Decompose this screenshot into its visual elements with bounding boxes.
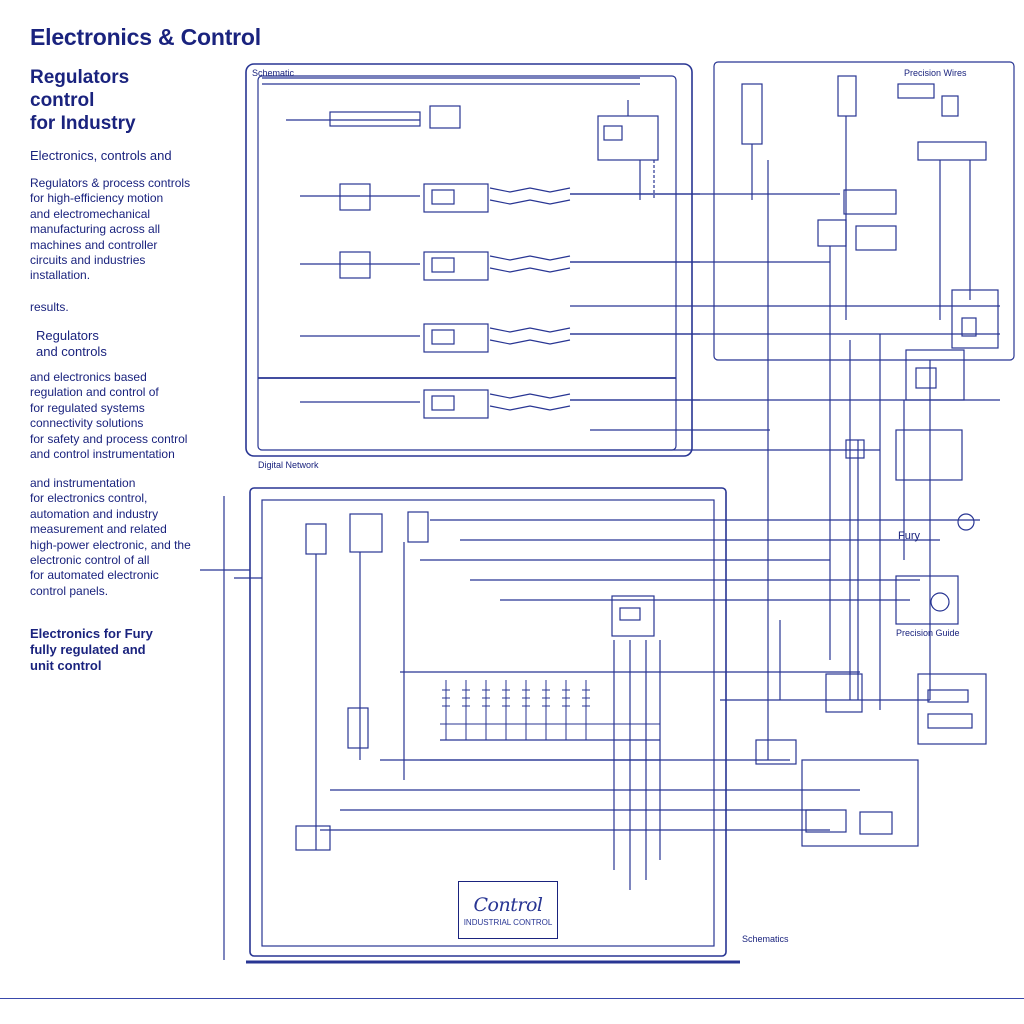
paragraph-1: Regulators & process controls for high-e… (30, 176, 210, 284)
paragraph-line: automation and industry (30, 506, 159, 521)
label-digital-network: Digital Network (258, 460, 319, 470)
paragraph-line: regulation and control of (30, 385, 159, 400)
logo-main-text: Control (473, 893, 543, 916)
paragraph-line: for regulated systems (30, 400, 145, 415)
paragraph-line: measurement and related (30, 522, 167, 537)
intro-text: Electronics, controls and (30, 148, 172, 163)
paragraph-line: control panels. (30, 583, 109, 598)
top-left-inner-panel (257, 75, 677, 451)
header-bus (262, 77, 640, 129)
label-precision-wires: Precision Wires (904, 68, 967, 78)
paragraph-line: circuits and industries (30, 253, 146, 268)
paragraph-line: electronic control of all (30, 553, 150, 568)
label-schematic: Schematic (252, 68, 295, 78)
paragraph-line: manufacturing across all (30, 222, 161, 237)
paragraph-line: installation. (30, 268, 91, 283)
heading-line: Electronics for Fury (30, 626, 153, 641)
bottom-panel (249, 487, 727, 957)
resistor-bank (440, 680, 660, 740)
paragraph-line: machines and controller (30, 237, 158, 252)
paragraph-line: connectivity solutions (30, 416, 144, 431)
paragraph-line: and electronics based (30, 370, 147, 384)
subtitle-line: Regulators (30, 67, 130, 88)
bottom-components (295, 511, 661, 890)
page-subtitle: Regulators control for Industry (30, 66, 220, 135)
control-logo-box: Control INDUSTRIAL CONTROL (458, 881, 558, 939)
top-right-components (597, 75, 999, 660)
label-fury: Fury (898, 530, 920, 542)
paragraph-line: and electromechanical (30, 206, 151, 221)
left-leads (200, 496, 262, 960)
driver-stages (258, 183, 700, 419)
subtitle-line: control (30, 90, 95, 111)
paragraph-line: and control instrumentation (30, 447, 175, 462)
label-schematics: Schematics (742, 934, 789, 944)
paragraph-line: for automated electronic (30, 568, 159, 583)
subtitle-line: for Industry (30, 113, 136, 134)
bottom-rule (0, 998, 1024, 999)
label-precision-guide: Precision Guide (896, 628, 960, 638)
heading-line: fully regulated and (30, 642, 146, 657)
paragraph-line: high-power electronic, and the (30, 537, 191, 552)
top-right-panel (713, 61, 1015, 361)
heading-line: Regulators (36, 328, 99, 343)
vertical-runs (755, 160, 987, 847)
section-heading-bold: Electronics for Fury fully regulated and… (30, 626, 153, 674)
paragraph-2: and electronics based regulation and con… (30, 370, 210, 462)
paragraph-line: Regulators & process controls (30, 176, 191, 190)
paragraph-line: for high-efficiency motion (30, 191, 164, 206)
paragraph-line: for safety and process control (30, 431, 188, 446)
section-heading: Regulators and controls (36, 328, 107, 360)
logo-sub-text: INDUSTRIAL CONTROL (463, 917, 553, 927)
paragraph-line: and instrumentation (30, 476, 136, 490)
page-title: Electronics & Control (30, 24, 261, 50)
heading-line: and controls (36, 344, 107, 359)
bottom-inner-panel (261, 499, 715, 947)
heading-line: unit control (30, 658, 102, 673)
paragraph-3: and instrumentation for electronics cont… (30, 476, 210, 599)
paragraph-line: for electronics control, (30, 491, 148, 506)
note-text: results. (30, 300, 69, 314)
top-left-panel (245, 63, 693, 457)
